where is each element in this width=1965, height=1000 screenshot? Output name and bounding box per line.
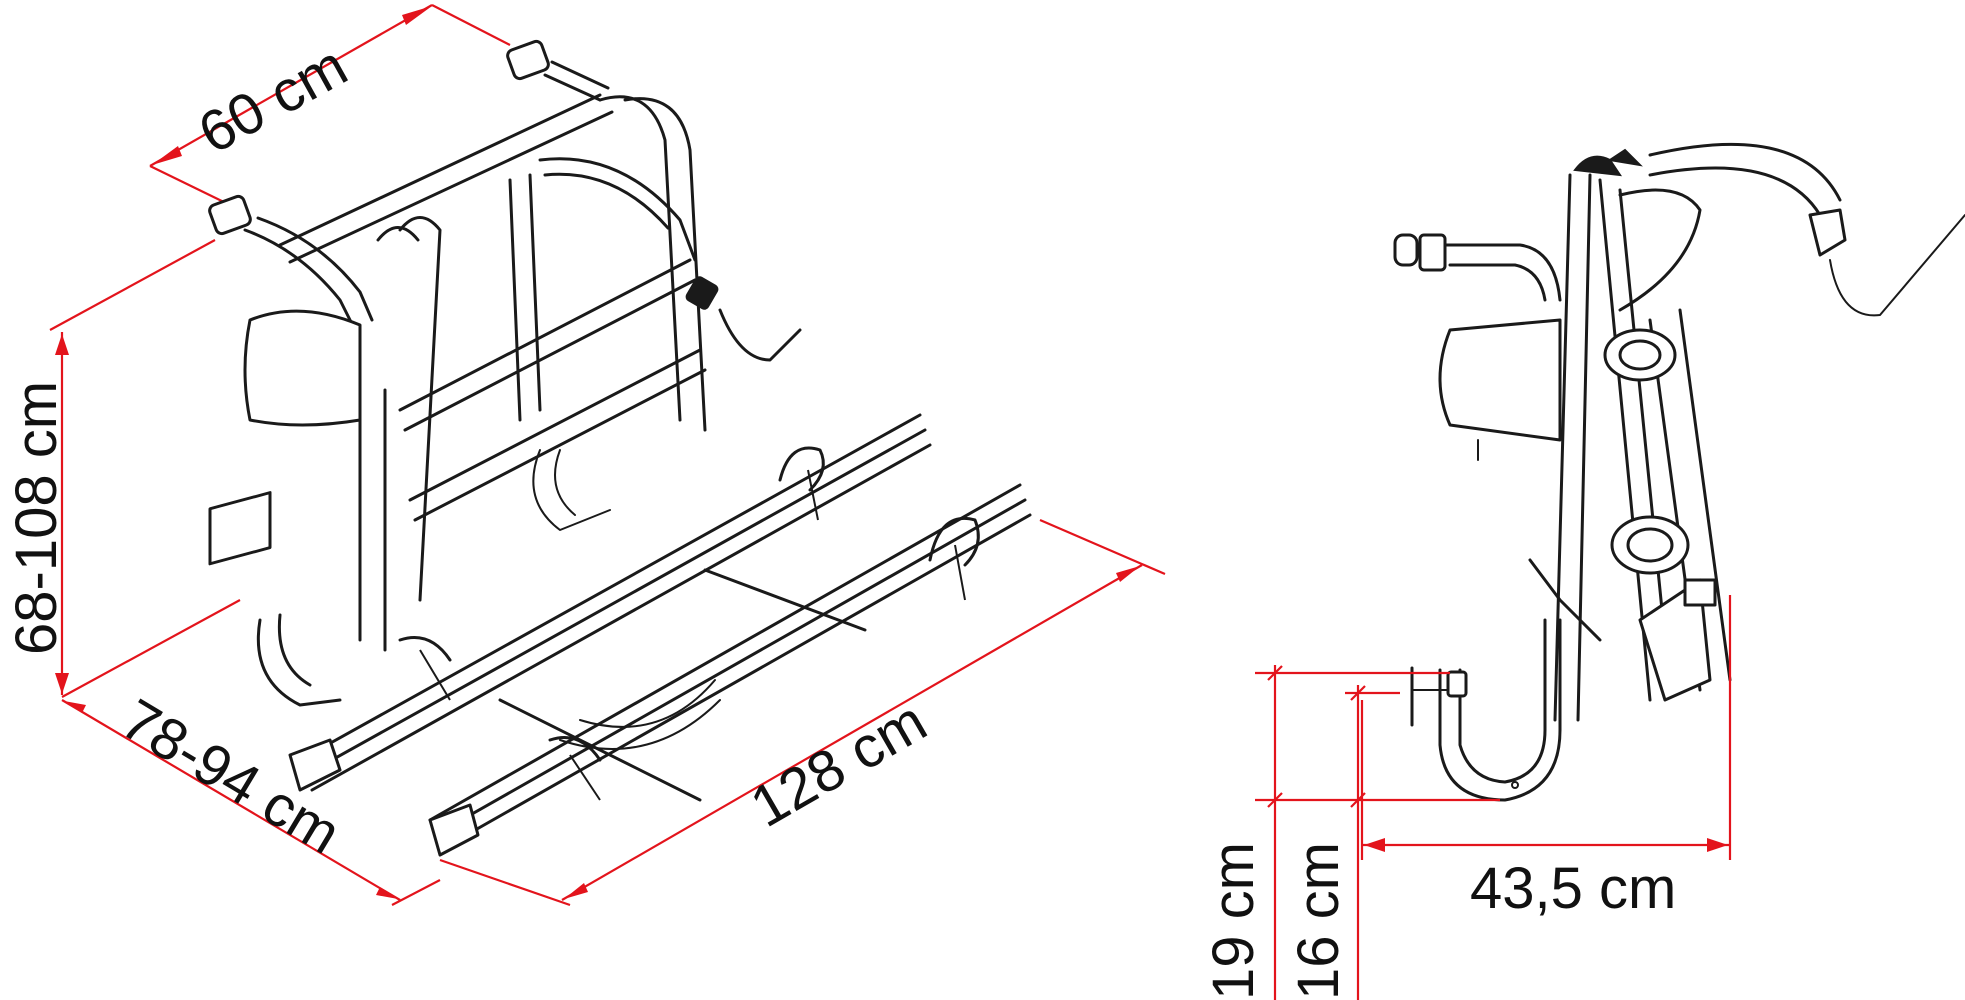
rails	[288, 413, 1032, 857]
side-dimension-lines	[1255, 595, 1732, 1000]
dimension-rail-length-lines	[439, 518, 1166, 907]
dimension-width-60cm-lines	[149, 4, 511, 206]
label-hook-height-inner: 16 cm	[1286, 842, 1351, 1000]
label-projection: 43,5 cm	[1470, 856, 1677, 921]
rack-frame	[208, 39, 802, 707]
dimension-height-lines	[49, 239, 241, 698]
side-frame	[1393, 142, 1965, 802]
label-hook-height-outer: 19 cm	[1201, 842, 1266, 1000]
label-height: 68-108 cm	[4, 380, 69, 655]
dimension-depth-lines	[61, 699, 441, 906]
